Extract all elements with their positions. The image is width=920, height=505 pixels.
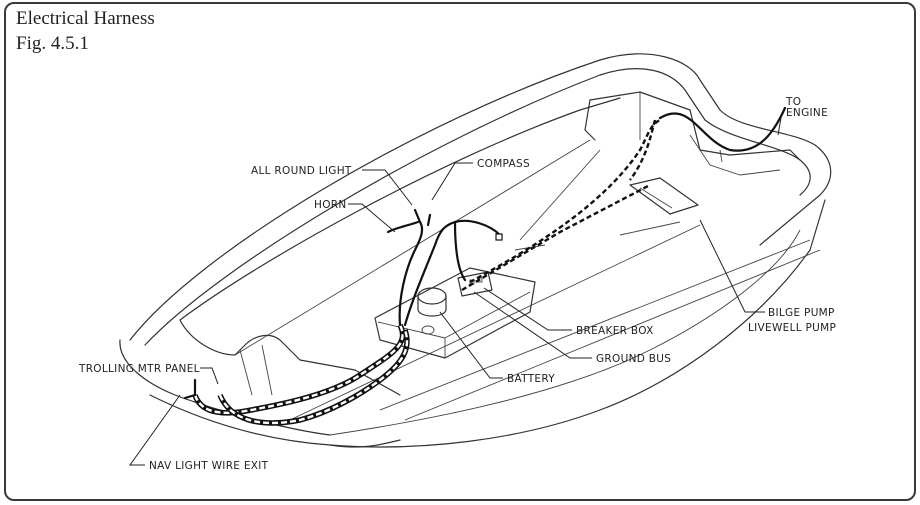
title-line: Electrical Harness [16,8,155,29]
label-to-engine-line1: TO [785,96,801,108]
label-trolling-mtr-panel: TROLLING MTR PANEL [78,363,200,375]
boat-hull [119,53,832,448]
label-breaker-box: BREAKER BOX [576,325,654,337]
label-battery: BATTERY [507,373,555,385]
wiring-harness [183,106,787,426]
label-horn: HORN [314,199,347,211]
label-all-round-light: ALL ROUND LIGHT [251,165,352,177]
label-bilge-pump: BILGE PUMP [768,307,835,319]
callout-labels: TO ENGINE COMPASS ALL ROUND LIGHT HORN B… [78,96,836,472]
leader-lines [129,117,782,466]
label-to-engine-line2: ENGINE [786,107,828,119]
label-nav-light-wire-exit: NAV LIGHT WIRE EXIT [149,460,269,472]
label-compass: COMPASS [477,158,530,170]
figure-frame [4,2,916,501]
figure-number: Fig. 4.5.1 [16,33,89,54]
label-livewell-pump: LIVEWELL PUMP [748,322,836,334]
label-ground-bus: GROUND BUS [596,353,671,365]
figure-title: Electrical Harness Fig. 4.5.1 [16,6,155,56]
